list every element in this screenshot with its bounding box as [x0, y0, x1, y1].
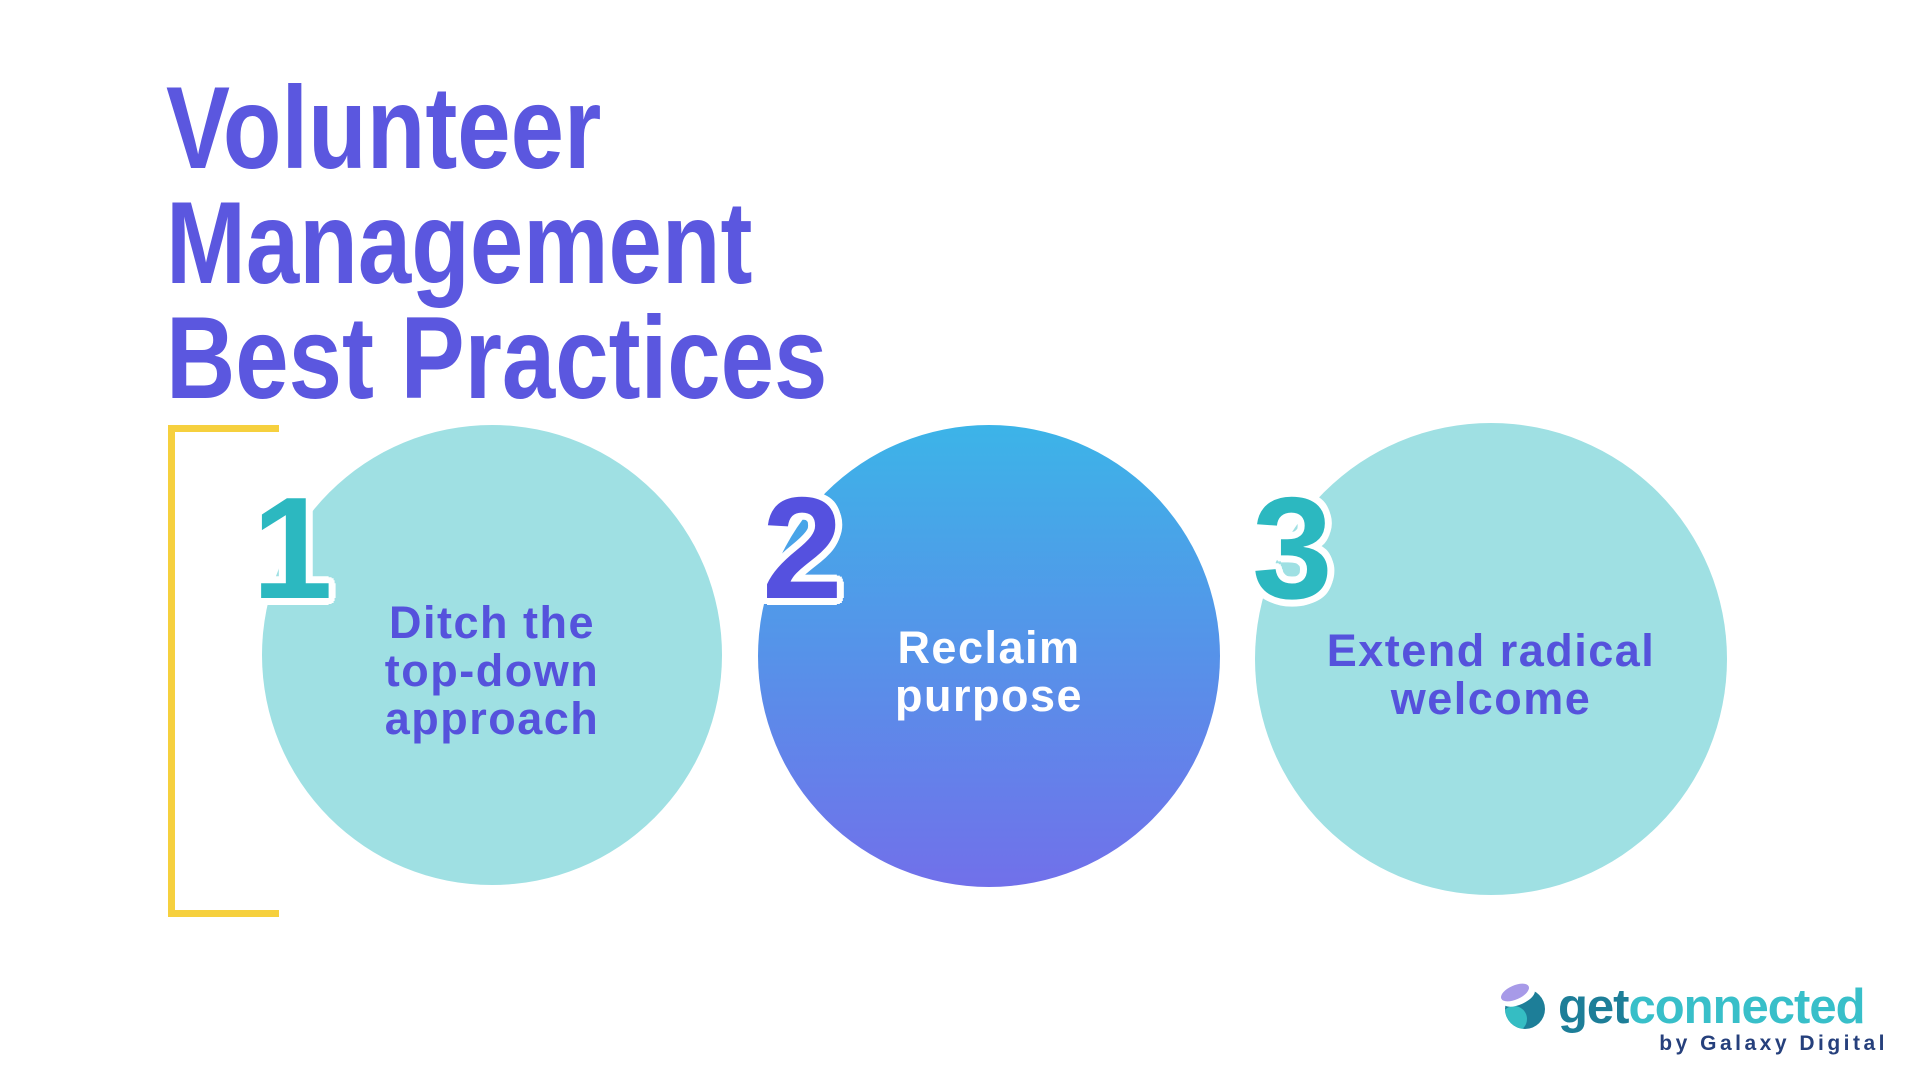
logo-tagline: by Galaxy Digital: [1659, 1032, 1888, 1055]
step-label-2: Reclaim purpose: [894, 622, 1084, 721]
page-title-line-3: Best Practices: [166, 292, 828, 423]
page-title-line-1: Volunteer: [166, 62, 602, 193]
getconnected-globe-icon: [1501, 983, 1545, 1029]
page-title: Volunteer Management Best Practices: [166, 62, 828, 423]
getconnected-wordmark-connected: connected: [1628, 980, 1866, 1034]
step-number-2: 2: [762, 467, 843, 629]
getconnected-wordmark: getconnected: [1558, 980, 1866, 1034]
step-number-1: 1: [252, 467, 333, 629]
step-label-3: Extend radical welcome: [1326, 625, 1656, 724]
left-bracket-decoration: [168, 425, 279, 917]
getconnected-wordmark-get: get: [1558, 980, 1629, 1034]
page-title-line-2: Management: [166, 177, 753, 308]
step-number-3: 3: [1252, 467, 1333, 629]
step-circle-3: Extend radical welcome: [1255, 423, 1727, 895]
step-circle-2: Reclaim purpose: [758, 425, 1220, 887]
getconnected-logo: getconnected by Galaxy Digital: [1500, 980, 1888, 1060]
step-label-1: Ditch the top-down approach: [384, 597, 600, 744]
step-circle-1: Ditch the top-down approach: [262, 425, 722, 885]
